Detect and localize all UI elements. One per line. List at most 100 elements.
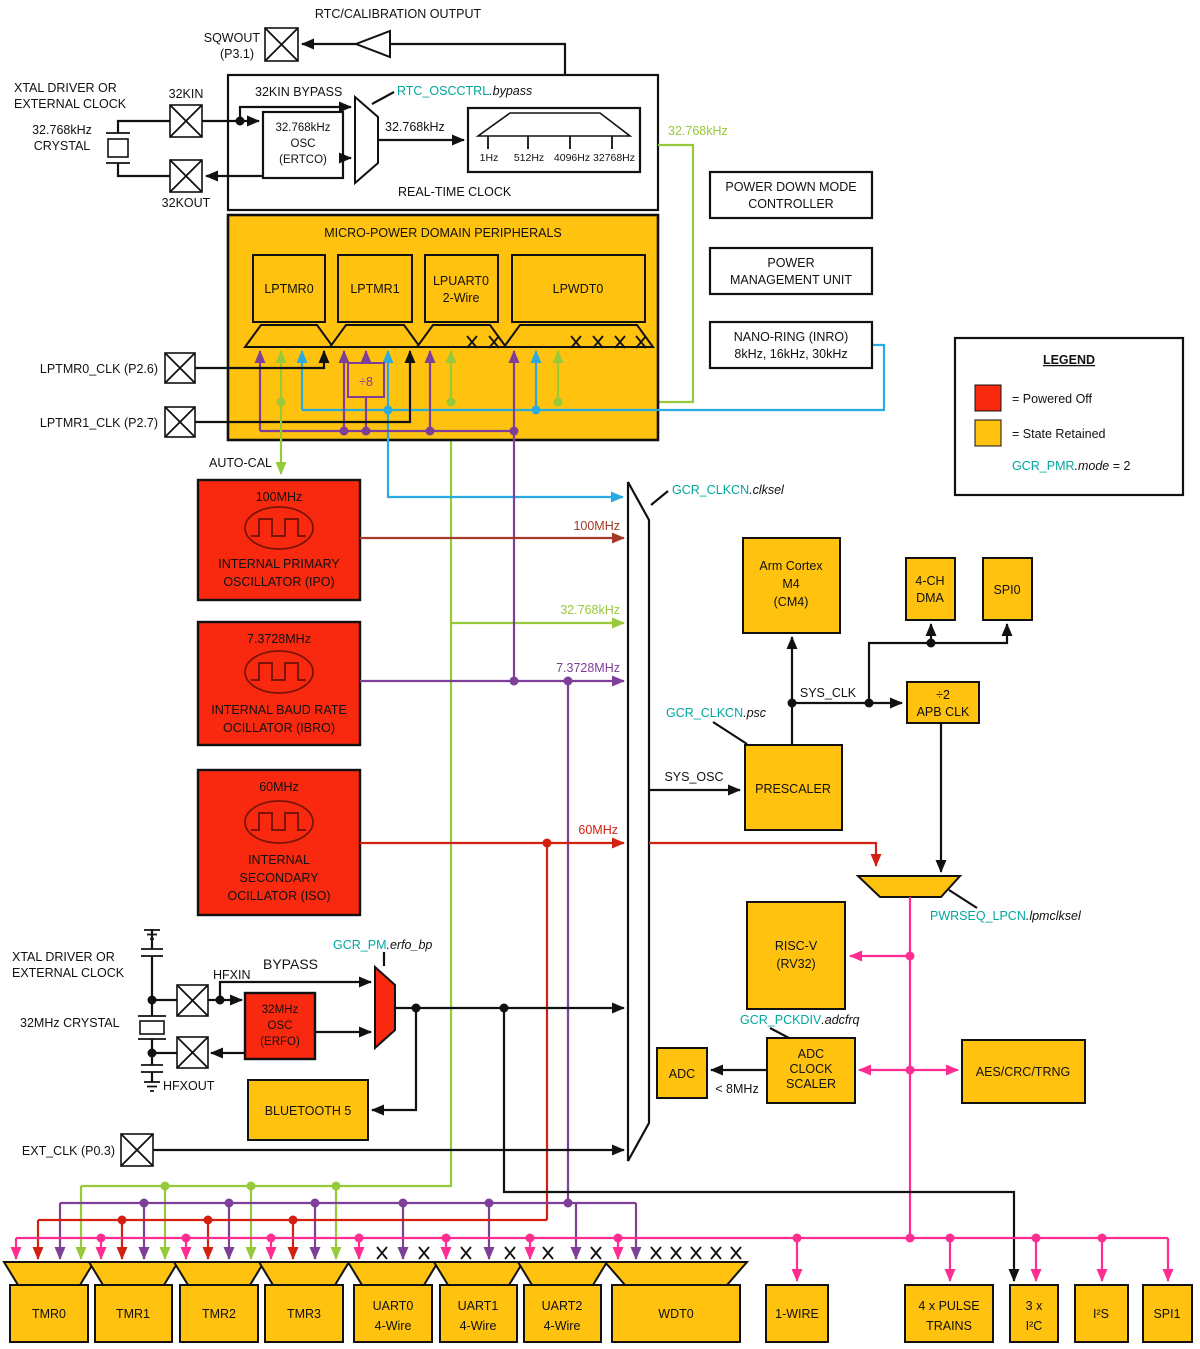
nano-ring-box xyxy=(708,320,874,370)
riscv-line1: RISC-V xyxy=(775,939,818,953)
lpwdt0-label: LPWDT0 xyxy=(553,282,604,296)
i2c-label-2: I²C xyxy=(1026,1319,1043,1333)
pdm-line1: POWER DOWN MODE xyxy=(725,180,856,194)
cm4-line2: M4 xyxy=(782,577,799,591)
junction-dot xyxy=(553,397,563,407)
apb-clk-box xyxy=(906,681,980,724)
ertco-line2: OSC xyxy=(291,138,316,150)
tmr3-label: TMR3 xyxy=(287,1307,321,1321)
register-field: .erfo_bp xyxy=(386,938,432,952)
ground-icon xyxy=(144,1081,160,1092)
pad-x-icon xyxy=(176,1036,209,1069)
crystal-32m-label: 32MHz CRYSTAL xyxy=(20,1016,120,1030)
divider-trapezoid-icon xyxy=(475,112,633,137)
junction-dot xyxy=(361,426,371,436)
rtc-calibration-section: RTC/CALIBRATION OUTPUT SQWOUT (P3.1) xyxy=(204,7,567,114)
erfo-line1: 32MHz xyxy=(262,1004,299,1016)
spi0-label: SPI0 xyxy=(993,583,1020,597)
register-field: .bypass xyxy=(489,84,532,98)
lpuart0-label-1: LPUART0 xyxy=(433,274,489,288)
legend-gcr-pmr-label: GCR_PMR.mode = 2 xyxy=(1012,459,1131,473)
ertco-line1: 32.768kHz xyxy=(276,122,331,134)
tick-4096hz: 4096Hz xyxy=(554,152,590,164)
to-spi0-wire xyxy=(867,623,1013,703)
clksel-mux xyxy=(626,481,651,1162)
green-wire-down xyxy=(81,402,453,1188)
register-field: .adcfrq xyxy=(821,1013,859,1027)
onewire-label: 1-WIRE xyxy=(775,1307,819,1321)
junction-dot xyxy=(383,405,393,415)
pin-32kout-label: 32KOUT xyxy=(162,196,211,210)
register-name: GCR_PM xyxy=(333,938,386,952)
uart2-label-1: UART2 xyxy=(542,1299,583,1313)
legend: LEGEND = Powered Off = State Retained GC… xyxy=(953,336,1185,497)
output-buffer-icon xyxy=(353,29,391,59)
junction-dot xyxy=(525,1233,535,1243)
crystal-32k-label-2: CRYSTAL xyxy=(34,139,91,153)
lpwdt0-box xyxy=(511,254,646,323)
register-name: RTC_OSCCTRL xyxy=(397,84,489,98)
tick-1hz: 1Hz xyxy=(480,152,499,164)
square-wave-icon xyxy=(251,662,306,681)
wdt0-label: WDT0 xyxy=(658,1307,693,1321)
crystal-32k-icon xyxy=(107,138,129,158)
junction-dot xyxy=(425,426,435,436)
register-field: .clksel xyxy=(749,483,785,497)
60mhz-to-lpm-mux-wire xyxy=(649,841,882,867)
riscv-line2: (RV32) xyxy=(776,957,815,971)
uart1-box xyxy=(439,1284,518,1343)
dma-box xyxy=(905,557,956,621)
crystal-32k-label-1: 32.768kHz xyxy=(32,123,92,137)
tmr0-label: TMR0 xyxy=(32,1307,66,1321)
divider-ticks-icon xyxy=(487,136,613,149)
tick-512hz: 512Hz xyxy=(514,152,544,164)
pdm-line2: CONTROLLER xyxy=(748,197,833,211)
div8-box xyxy=(347,362,385,398)
erfo-line3: (ERFO) xyxy=(260,1036,300,1048)
uart0-mux xyxy=(346,1261,440,1286)
xtal-hf-label-1: XTAL DRIVER OR xyxy=(12,950,115,964)
uart2-mux xyxy=(516,1261,609,1286)
tmr1-label: TMR1 xyxy=(116,1307,150,1321)
sys-osc-label: SYS_OSC xyxy=(664,770,723,784)
pulse-label-2: TRAINS xyxy=(926,1319,972,1333)
rtc-bypass-mux xyxy=(354,94,379,186)
x-marks-lpwdt0-icon xyxy=(570,335,647,349)
gcr-clkcn-psc-label: GCR_CLKCN.psc xyxy=(666,706,767,720)
pad-x-icon xyxy=(164,352,196,384)
pointer-line xyxy=(650,490,669,506)
pointer-line xyxy=(948,889,978,909)
lptmr1-label: LPTMR1 xyxy=(350,282,399,296)
wdt0-mux xyxy=(602,1261,750,1286)
junction-dot xyxy=(905,1233,915,1243)
bottom-peripherals: TMR0 TMR1 TMR2 TMR3 UART0 4-Wire UART1 4… xyxy=(2,1261,1193,1343)
scaler-line3: SCALER xyxy=(786,1077,836,1091)
legend-title: LEGEND xyxy=(1043,353,1095,367)
tmr1-mux xyxy=(87,1261,180,1286)
lpuart0-label-2: 2-Wire xyxy=(443,291,480,305)
blue-to-mux-wire xyxy=(386,410,624,503)
junction-dot xyxy=(398,1198,408,1208)
label-60mhz: 60MHz xyxy=(578,823,618,837)
aes-box xyxy=(961,1039,1086,1104)
pulse-label-1: 4 x PULSE xyxy=(918,1299,979,1313)
clksel-mux-section: GCR_CLKCN.clksel xyxy=(626,481,785,1162)
ipo-line1: INTERNAL PRIMARY xyxy=(218,557,340,571)
gcr-pckdiv-label: GCR_PCKDIV.adcfrq xyxy=(740,1013,860,1027)
pwrseq-lpcn-label: PWRSEQ_LPCN.lpmclksel xyxy=(930,909,1082,923)
lptmr-pads: LPTMR0_CLK (P2.6) LPTMR1_CLK (P2.7) AUTO… xyxy=(40,352,287,475)
uart2-box xyxy=(523,1284,602,1343)
erfo-to-i2c-wire xyxy=(502,1008,1020,1282)
crystal-pad-wires xyxy=(152,998,177,1055)
tmr3-box xyxy=(264,1284,344,1343)
ertco-box xyxy=(261,110,345,180)
lptmr0-label: LPTMR0 xyxy=(264,282,313,296)
junction-dot xyxy=(203,1215,213,1225)
hf-bypass-wire xyxy=(218,976,372,1000)
apb-line2: APB CLK xyxy=(917,705,970,719)
onewire-box xyxy=(765,1284,829,1343)
register-name: GCR_PCKDIV xyxy=(740,1013,822,1027)
label-100mhz: 100MHz xyxy=(573,519,620,533)
scaler-line2: CLOCK xyxy=(789,1062,833,1076)
pointer-line xyxy=(712,721,748,745)
